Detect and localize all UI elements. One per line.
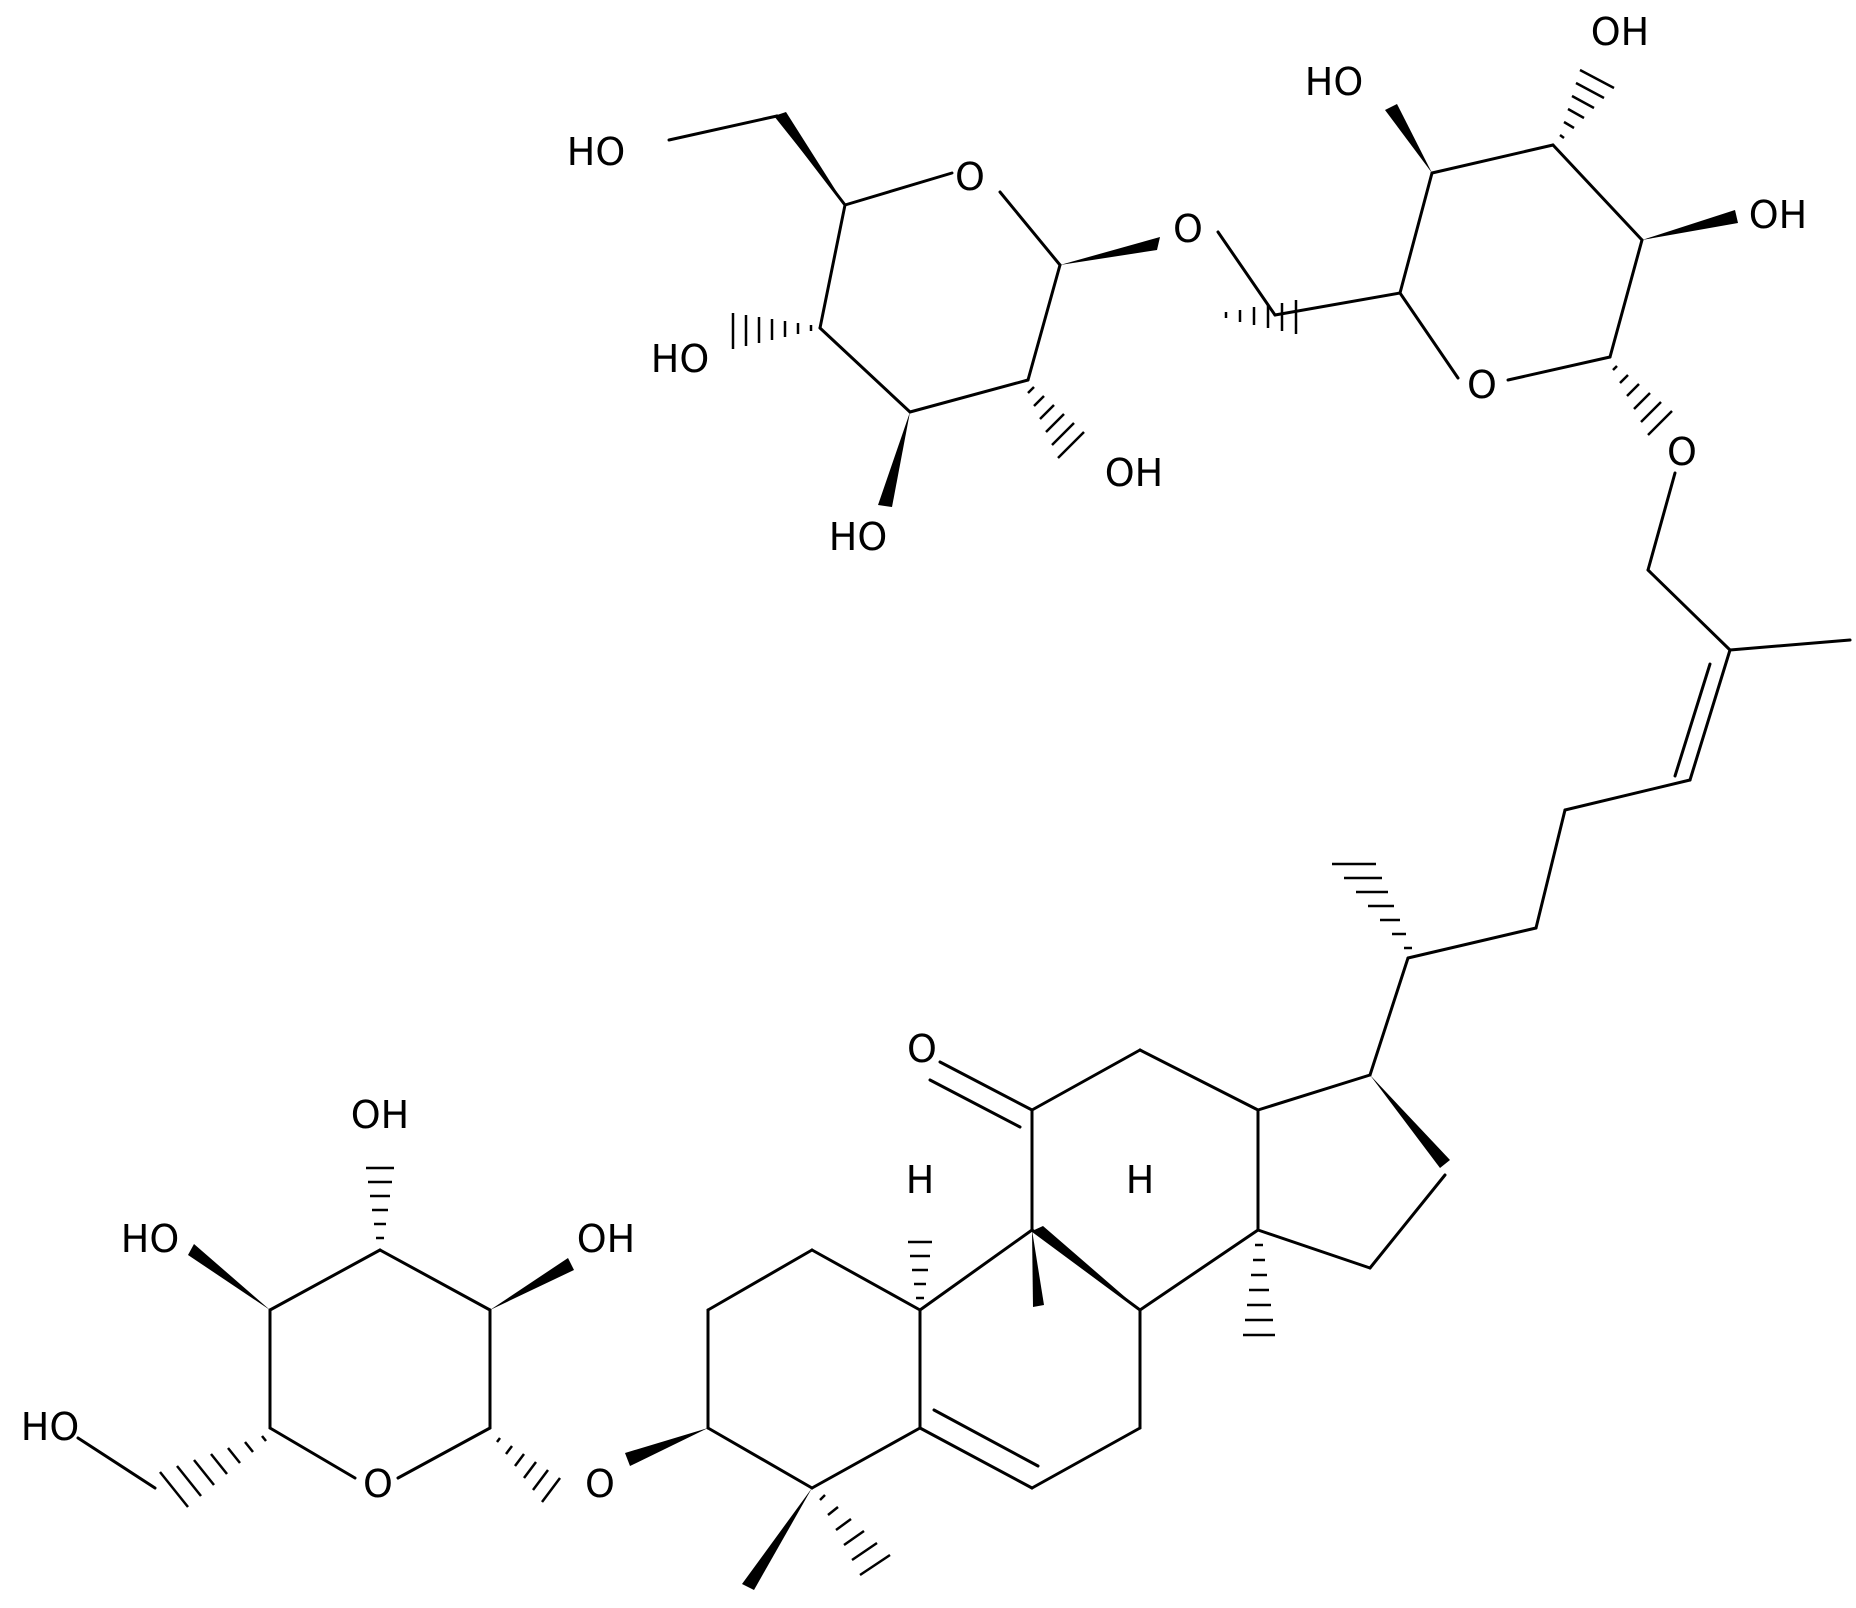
o-label-glycosidic-c3: O: [585, 1462, 615, 1506]
hashed-bonds: [159, 68, 1673, 1577]
oh-label-sugar-a-c2: OH: [1105, 451, 1163, 495]
ho-label-top-ch2: HO: [567, 130, 625, 174]
wedge-bonds: [188, 104, 1738, 1590]
o-label-ketone: O: [907, 1027, 937, 1071]
double-bonds: [918, 648, 1732, 1490]
ho-label-sugar-c-ch2: HO: [21, 1405, 79, 1449]
oh-label-sugar-c-c3: OH: [351, 1093, 409, 1137]
ho-label-sugar-c-c4: HO: [121, 1217, 179, 1261]
ho-label-sugar-a-c4: HO: [651, 337, 709, 381]
single-bonds: [76, 114, 1852, 1490]
h-label-c8: H: [1126, 1158, 1155, 1202]
o-label-ring-a: O: [955, 155, 985, 199]
o-label-chain-link: O: [1667, 430, 1697, 474]
ho-label-sugar-a-c3: HO: [829, 515, 887, 559]
ho-label-sugar-b-c4: HO: [1305, 60, 1363, 104]
o-label-glycosidic-ab: O: [1173, 207, 1203, 251]
atom-labels: HO O O HO OH HO HO OH OH O O O H H OH HO…: [21, 10, 1807, 1506]
h-label-c9: H: [906, 1158, 935, 1202]
oh-label-sugar-b-c3: OH: [1591, 10, 1649, 54]
o-label-ring-c: O: [363, 1462, 393, 1506]
oh-label-sugar-b-c2: OH: [1749, 193, 1807, 237]
oh-label-sugar-c-c2: OH: [577, 1217, 635, 1261]
o-label-ring-b: O: [1467, 363, 1497, 407]
